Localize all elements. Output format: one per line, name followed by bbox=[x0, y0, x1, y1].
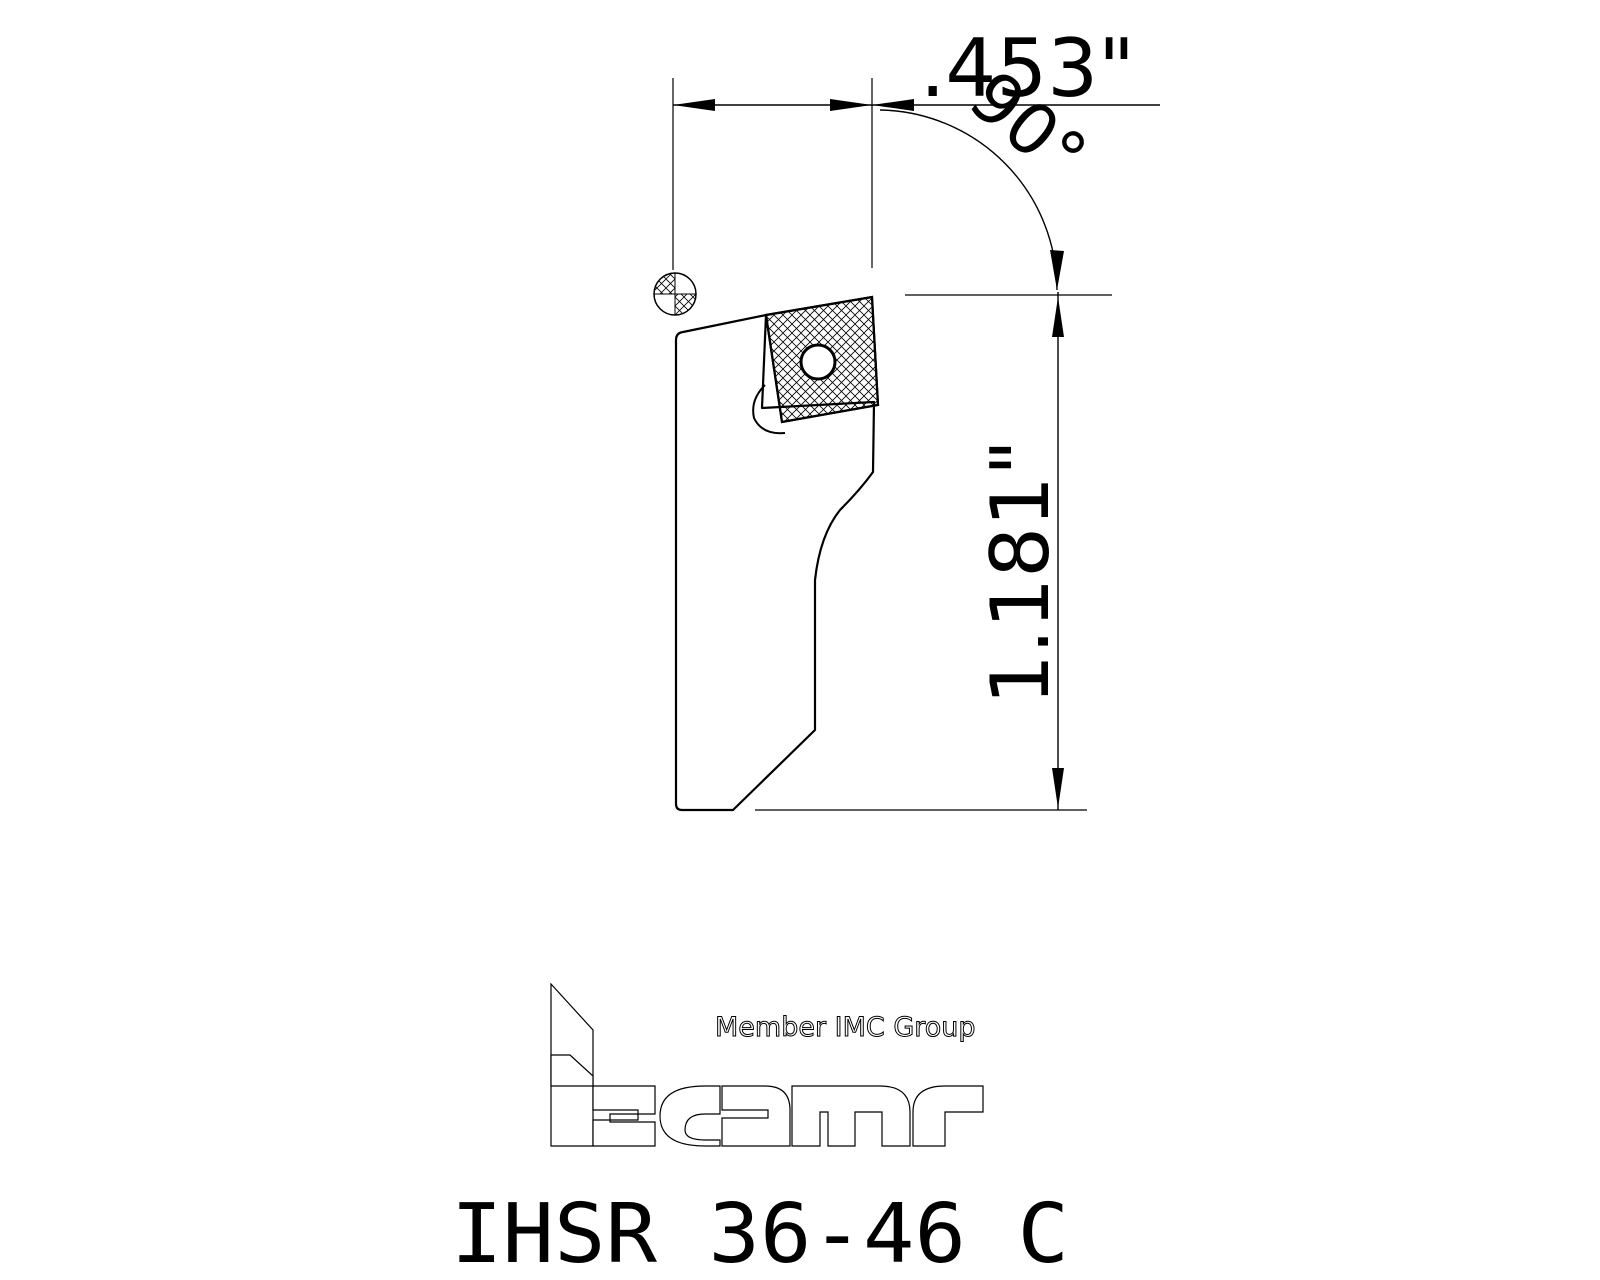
height-dimension-line bbox=[1052, 292, 1064, 810]
insert-screw-hole bbox=[799, 343, 837, 381]
part-number: IHSR 36-46 C bbox=[451, 1187, 1069, 1280]
height-dimension-label: 1.181" bbox=[974, 439, 1067, 705]
width-dimension-label: .453" bbox=[920, 22, 1135, 115]
logo-tagline: Member IMC Group bbox=[715, 1012, 976, 1043]
width-dimension-line bbox=[673, 99, 1160, 111]
iscar-logo bbox=[550, 982, 984, 1147]
center-mark-icon bbox=[653, 272, 697, 316]
insert-seat-arc bbox=[752, 384, 786, 435]
tool-body-outline bbox=[674, 313, 876, 812]
angle-dimension-arc bbox=[879, 109, 1064, 291]
width-extension-lines bbox=[672, 78, 873, 270]
